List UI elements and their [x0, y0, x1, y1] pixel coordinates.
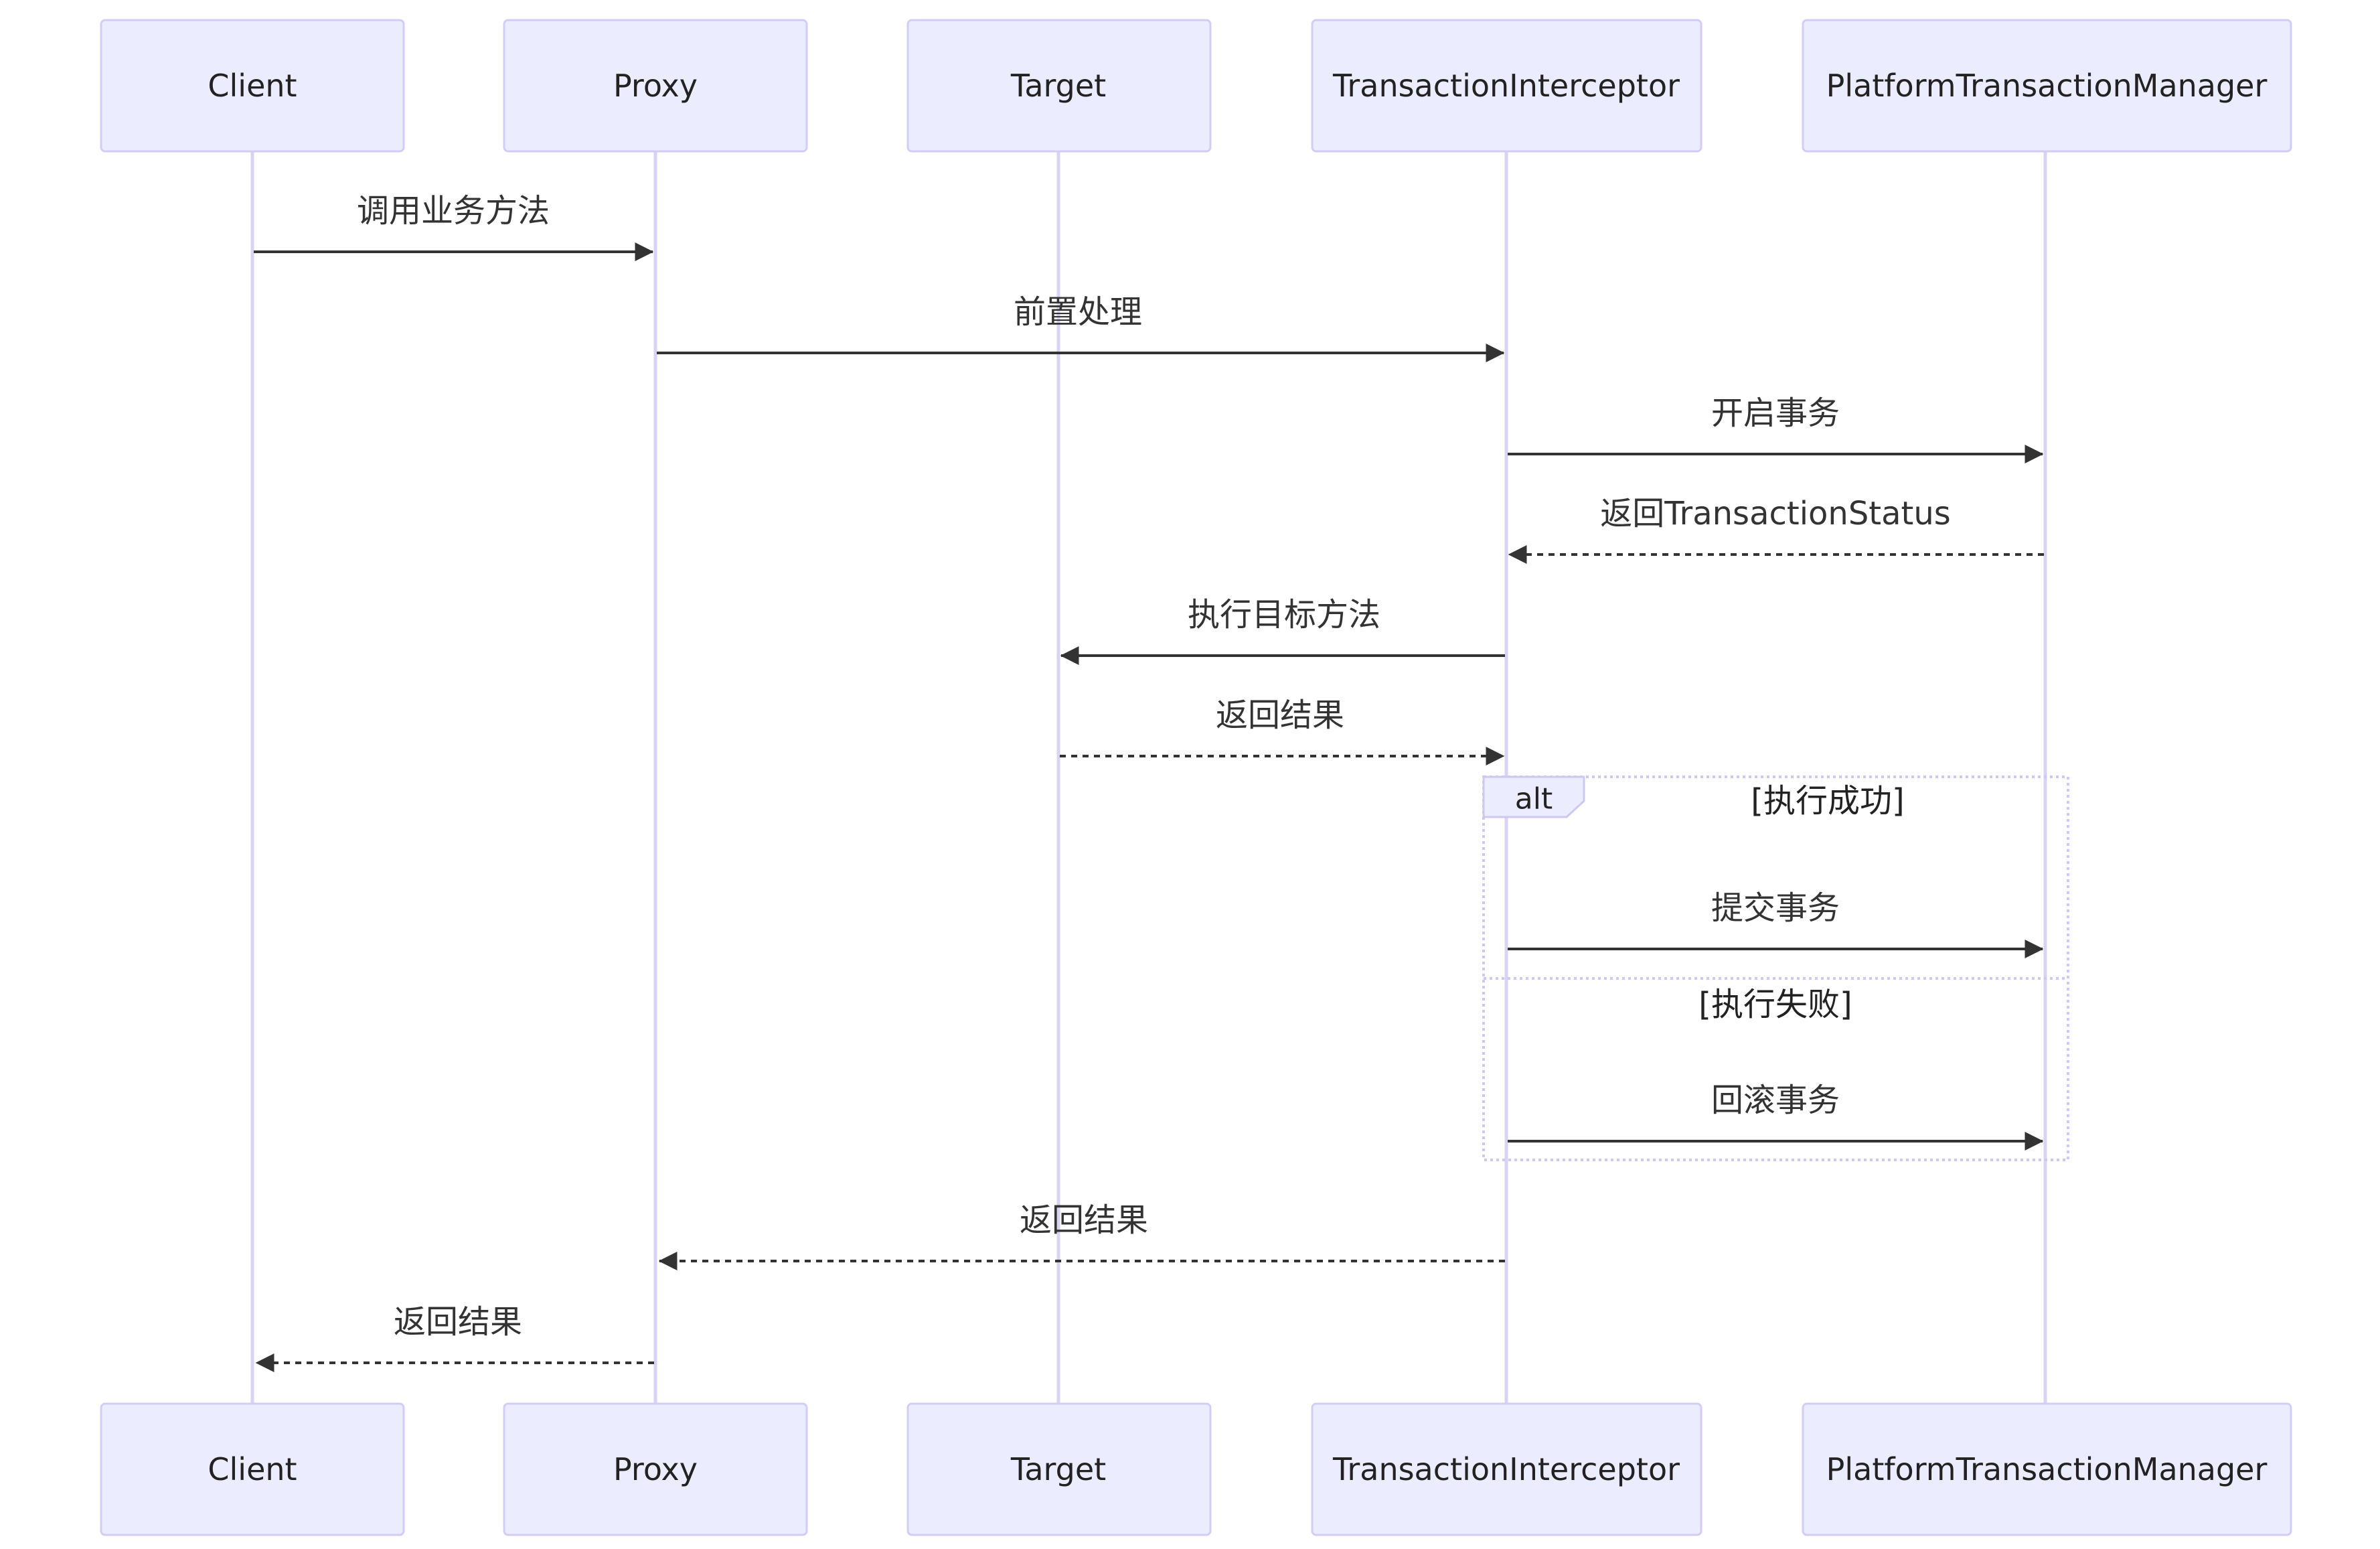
message-label: 前置处理 [1014, 293, 1142, 331]
alt-condition-success: [执行成功] [1751, 782, 1904, 820]
lifelines [250, 151, 2047, 1404]
message-label: 返回结果 [1020, 1201, 1148, 1239]
participant-box-target [906, 19, 1212, 153]
participant-label-ptm: PlatformTransactionManager [1826, 68, 2268, 104]
participant-box-ptm [1802, 1402, 2292, 1536]
message-label: 调用业务方法 [357, 192, 550, 230]
participant-label-target: Target [1010, 1451, 1106, 1487]
participant-label-ptm: PlatformTransactionManager [1826, 1451, 2268, 1487]
participant-label-interceptor: TransactionInterceptor [1332, 68, 1680, 104]
alt-frame-border [1482, 776, 2069, 1161]
message-label: 执行目标方法 [1188, 596, 1380, 634]
participant-label-proxy: Proxy [613, 68, 698, 104]
participant-box-ptm [1802, 19, 2292, 153]
participant-box-target [906, 1402, 1212, 1536]
participant-box-client [100, 19, 405, 153]
participant-box-interceptor [1311, 1402, 1702, 1536]
participant-box-client [100, 1402, 405, 1536]
alt-frame: alt [执行成功] [执行失败] [1482, 776, 2069, 1161]
participant-box-proxy [503, 1402, 808, 1536]
participant-box-interceptor [1311, 19, 1702, 153]
message-label: 返回结果 [394, 1303, 522, 1341]
alt-tab [1482, 776, 1585, 818]
participant-label-client: Client [208, 68, 297, 104]
alt-condition-failure: [执行失败] [1698, 986, 1852, 1023]
participants-bottom: Client Proxy Target TransactionIntercept… [100, 1402, 2292, 1536]
message-label: 提交事务 [1711, 889, 1840, 927]
participants-top: Client Proxy Target TransactionIntercept… [100, 19, 2292, 153]
alt-label: alt [1515, 782, 1553, 816]
participant-label-interceptor: TransactionInterceptor [1332, 1451, 1680, 1487]
message-label: 返回结果 [1216, 696, 1344, 734]
message-label: 返回TransactionStatus [1600, 495, 1951, 532]
messages: 调用业务方法 前置处理 开启事务 返回TransactionStatus 执行目… [254, 192, 2044, 1372]
participant-label-target: Target [1010, 68, 1106, 104]
participant-box-proxy [503, 19, 808, 153]
message-label: 回滚事务 [1711, 1082, 1840, 1119]
participant-label-proxy: Proxy [613, 1451, 698, 1487]
participant-label-client: Client [208, 1451, 297, 1487]
message-label: 开启事务 [1711, 394, 1840, 432]
